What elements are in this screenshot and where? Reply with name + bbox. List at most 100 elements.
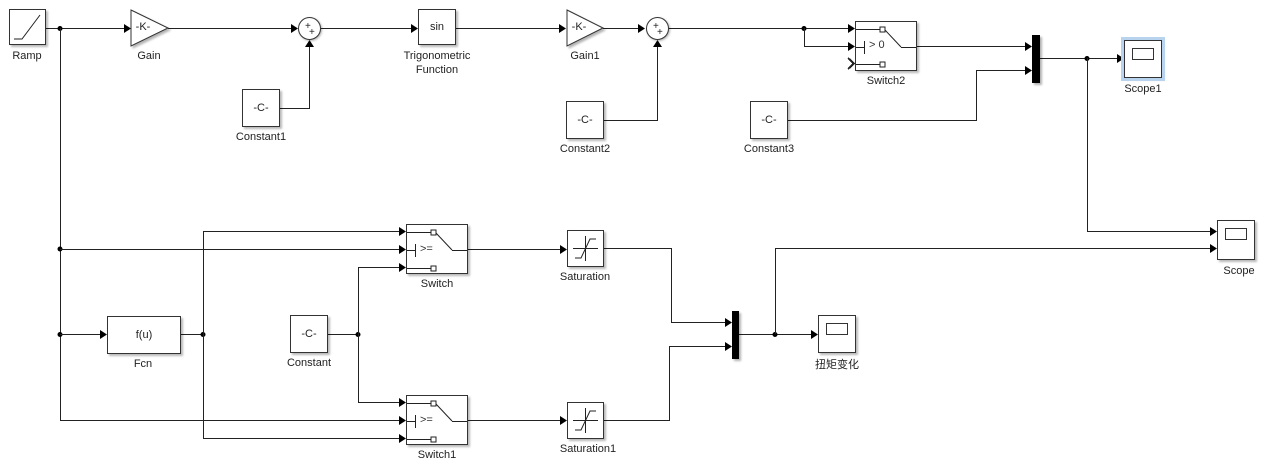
- wire-constant-switch[interactable]: [358, 267, 401, 335]
- switch-icon: [407, 400, 467, 443]
- fcn-block[interactable]: f(u): [107, 316, 181, 354]
- constant1-value: -C-: [253, 102, 269, 114]
- arrow-icon: [411, 24, 418, 33]
- arrow-icon: [848, 24, 855, 33]
- sum2-block[interactable]: + +: [645, 16, 671, 42]
- wire-constant2-sum2[interactable]: [603, 46, 658, 121]
- constant2-block[interactable]: -C-: [566, 101, 604, 139]
- saturation-block[interactable]: [567, 230, 604, 267]
- constant1-block[interactable]: -C-: [242, 89, 280, 127]
- torque-scope-block[interactable]: [818, 315, 856, 353]
- arrow-icon: [1210, 227, 1217, 236]
- arrow-icon: [559, 24, 566, 33]
- scope-label: Scope: [1223, 265, 1255, 277]
- saturation-icon: [573, 236, 598, 261]
- arrow-icon: [399, 263, 406, 272]
- arrow-icon: [848, 42, 855, 51]
- plus-sign-icon: +: [657, 27, 663, 38]
- wire-mux-scope[interactable]: [1087, 58, 1212, 232]
- switch-icon: [856, 26, 916, 68]
- arrow-icon: [305, 40, 314, 47]
- wire-sum2-switch2-control[interactable]: [804, 28, 850, 47]
- arrow-icon: [638, 24, 645, 33]
- constant2-value: -C-: [577, 114, 593, 126]
- constant3-value: -C-: [761, 114, 777, 126]
- wire-saturation1-mux[interactable]: [603, 346, 726, 421]
- arrow-icon: [100, 330, 107, 339]
- arrow-icon: [1025, 42, 1032, 51]
- wire-constant3-mux[interactable]: [787, 70, 1026, 121]
- scope-screen-icon: [826, 323, 848, 335]
- torque-scope-label: 扭矩变化: [815, 359, 859, 371]
- wire-constant-switch1[interactable]: [358, 334, 401, 403]
- switch1-block[interactable]: >=: [406, 395, 468, 445]
- gain-label: Gain: [137, 50, 161, 62]
- wire-fcn-switch[interactable]: [203, 231, 401, 335]
- switch1-label: Switch1: [417, 449, 457, 461]
- gain1-block[interactable]: [566, 9, 606, 47]
- scope1-label: Scope1: [1124, 83, 1162, 95]
- constant3-block[interactable]: -C-: [750, 101, 788, 139]
- gain1-label: Gain1: [570, 50, 600, 62]
- plus-sign-icon: +: [653, 21, 659, 32]
- fcn-label: Fcn: [133, 358, 153, 370]
- arrow-icon: [560, 245, 567, 254]
- ramp-label: Ramp: [12, 50, 42, 62]
- arrow-icon: [399, 245, 406, 254]
- saturation1-label: Saturation1: [559, 443, 617, 455]
- gain-block[interactable]: [130, 9, 170, 47]
- arrow-icon: [725, 318, 732, 327]
- wire-mux-scope-in2[interactable]: [775, 248, 1212, 335]
- unconnected-port-icon: [847, 57, 856, 70]
- wire-fcn-switch1[interactable]: [203, 334, 401, 439]
- plus-sign-icon: +: [305, 21, 311, 32]
- switch-criterion: >=: [420, 243, 433, 255]
- constant1-label: Constant1: [235, 131, 287, 143]
- mux-bottom-block[interactable]: [732, 311, 739, 359]
- switch2-criterion: > 0: [869, 39, 885, 51]
- sum1-block[interactable]: + +: [297, 16, 323, 42]
- trig-function-label-line1: Trigonometric: [403, 50, 471, 62]
- arrow-icon: [1117, 54, 1124, 63]
- wire-constant1-sum1[interactable]: [280, 46, 310, 109]
- switch2-block[interactable]: > 0: [855, 21, 917, 71]
- trig-function-label-line2: Function: [415, 64, 459, 76]
- fcn-expression: f(u): [135, 329, 153, 341]
- scope-screen-icon: [1132, 48, 1154, 60]
- constant-block[interactable]: -C-: [290, 315, 328, 353]
- trig-function-value: sin: [429, 21, 445, 33]
- constant3-label: Constant3: [743, 143, 795, 155]
- branch-point: [772, 332, 778, 337]
- arrow-icon: [560, 416, 567, 425]
- gain1-value: -K-: [571, 21, 587, 33]
- arrow-icon: [124, 24, 131, 33]
- wire-saturation-mux[interactable]: [603, 248, 726, 323]
- arrow-icon: [811, 330, 818, 339]
- switch-icon: [407, 229, 467, 272]
- ramp-block[interactable]: [9, 9, 46, 45]
- plus-sign-icon: +: [309, 27, 315, 38]
- constant-value: -C-: [301, 328, 317, 340]
- switch-label: Switch: [420, 278, 454, 290]
- switch2-label: Switch2: [866, 75, 906, 87]
- arrow-icon: [291, 24, 298, 33]
- constant2-label: Constant2: [559, 143, 611, 155]
- ramp-icon: [14, 14, 41, 40]
- arrow-icon: [399, 434, 406, 443]
- arrow-icon: [1025, 66, 1032, 75]
- saturation-icon: [573, 408, 598, 433]
- arrow-icon: [399, 416, 406, 425]
- arrow-icon: [653, 40, 662, 47]
- mux-top-block[interactable]: [1032, 35, 1040, 83]
- arrow-icon: [399, 398, 406, 407]
- scope-block[interactable]: [1217, 220, 1255, 260]
- gain-value: -K-: [135, 21, 151, 33]
- saturation1-block[interactable]: [567, 402, 604, 439]
- switch1-criterion: >=: [420, 414, 433, 426]
- scope1-block[interactable]: [1121, 37, 1165, 81]
- switch-block[interactable]: >=: [406, 224, 468, 274]
- trig-function-block[interactable]: sin: [418, 9, 456, 45]
- arrow-icon: [399, 227, 406, 236]
